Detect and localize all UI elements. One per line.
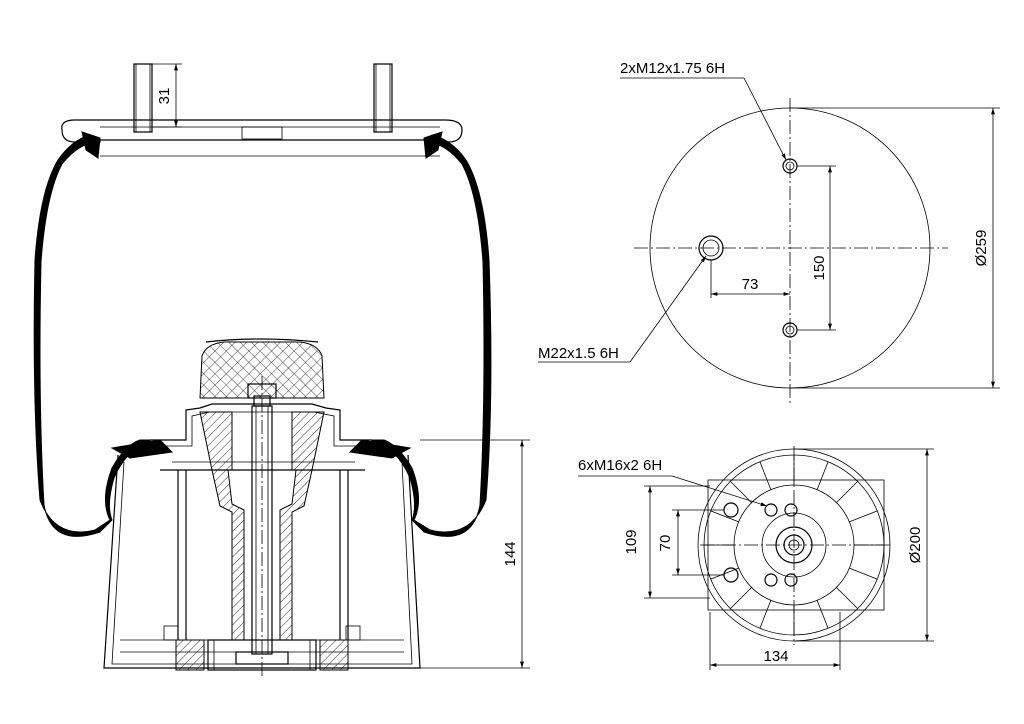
bottom-bolt-holes <box>723 502 798 587</box>
top-plate <box>61 119 463 143</box>
side-section-view: 31 144 <box>33 63 530 676</box>
stud-left <box>133 63 153 133</box>
label-bottom-thread: 6xM16x2 6H <box>578 457 662 474</box>
bottom-view: 109 70 134 Ø200 6xM16x2 6H <box>578 446 934 670</box>
center-column-right <box>279 469 313 641</box>
bump-stop <box>199 341 325 399</box>
bellows-right <box>371 134 492 537</box>
bottom-nut <box>235 651 289 665</box>
dim-stud-height: 31 <box>156 88 173 105</box>
bellows-left <box>33 134 151 537</box>
dim-piston-height: 144 <box>502 541 519 566</box>
dim-top-diameter: Ø259 <box>973 230 990 267</box>
piston-cap <box>150 403 372 441</box>
center-column-left <box>211 469 245 641</box>
dim-bottom-diameter: Ø200 <box>907 527 924 564</box>
dim-center-offset: 73 <box>742 276 759 293</box>
dim-bottom-134: 134 <box>763 648 788 665</box>
base-block-left <box>175 639 205 671</box>
dim-stud-spacing: 150 <box>811 255 828 280</box>
label-center-thread: M22x1.5 6H <box>538 345 619 362</box>
top-view: 150 73 Ø259 2xM12x1.75 6H M22x1.5 6H <box>538 60 1000 404</box>
label-top-thread: 2xM12x1.75 6H <box>620 60 725 77</box>
dim-bottom-109: 109 <box>623 529 640 554</box>
top-plate-slot <box>241 126 283 140</box>
dim-bottom-70: 70 <box>657 535 674 552</box>
stud-right <box>373 63 393 133</box>
base-block-right <box>319 639 349 671</box>
